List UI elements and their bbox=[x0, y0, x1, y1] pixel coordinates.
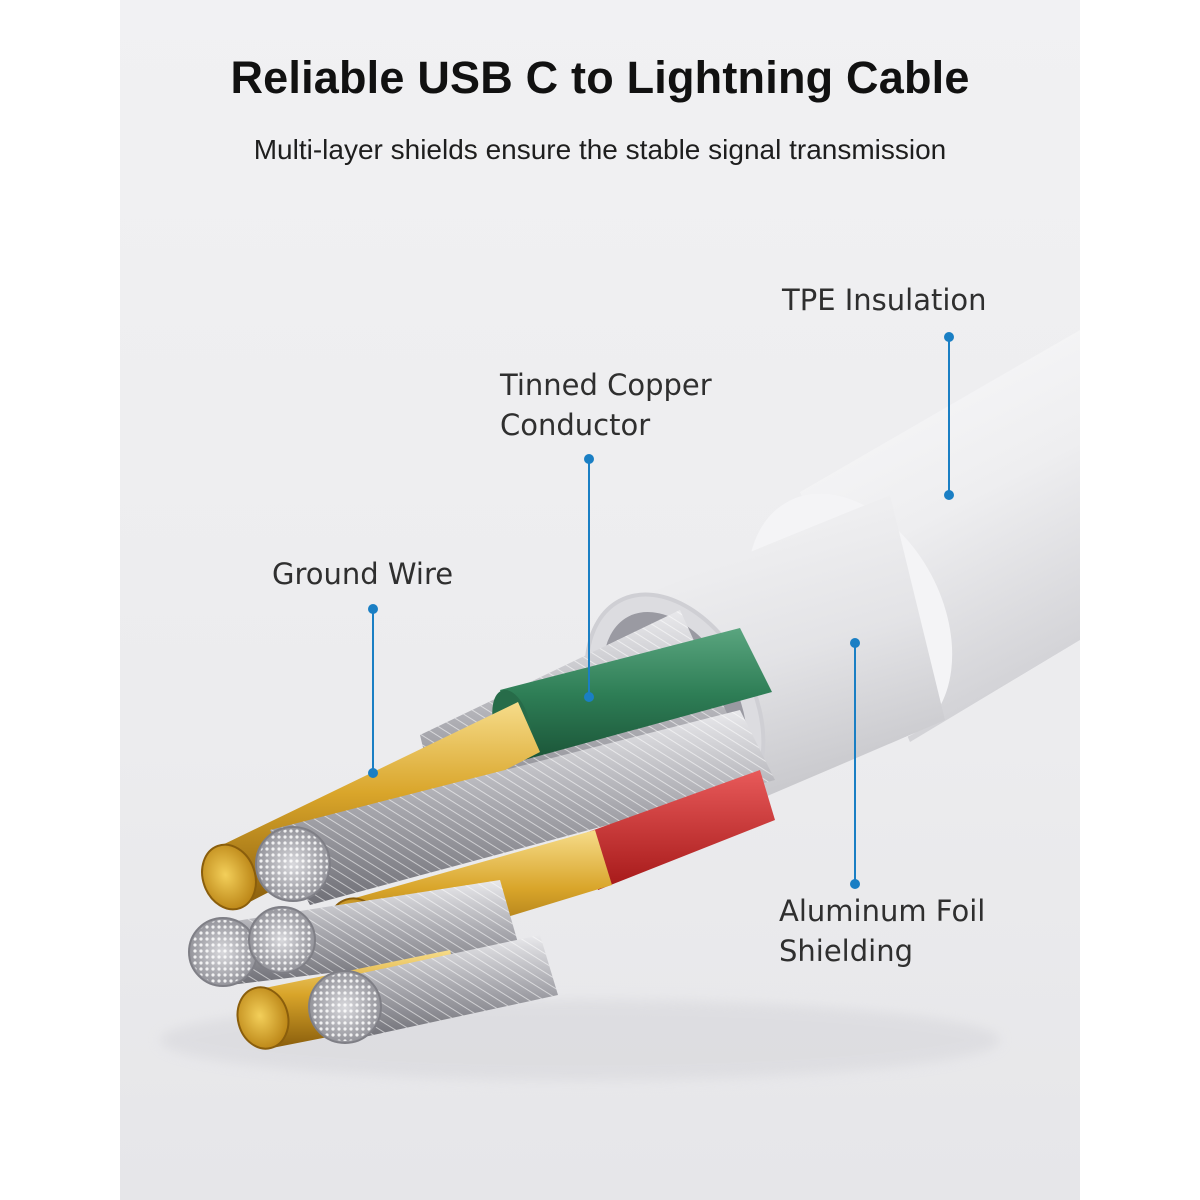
callout-copper-label-1: Tinned Copper bbox=[500, 368, 712, 402]
headline: Reliable USB C to Lightning Cable bbox=[230, 52, 970, 103]
callout-ground-label: Ground Wire bbox=[272, 557, 454, 591]
callout-ground-wire: Ground Wire bbox=[272, 554, 453, 594]
callout-foil-label-1: Aluminum Foil bbox=[779, 894, 986, 928]
tinned-strands-front bbox=[255, 710, 775, 905]
leader-ground bbox=[368, 604, 378, 778]
leader-tpe bbox=[944, 332, 954, 500]
tinned-strands-bottom bbox=[308, 935, 558, 1044]
leader-lines bbox=[368, 332, 954, 889]
leader-copper bbox=[584, 454, 594, 702]
subheadline: Multi-layer shields ensure the stable si… bbox=[253, 134, 947, 165]
leader-foil bbox=[850, 638, 860, 889]
product-panel: Reliable USB C to Lightning Cable Multi-… bbox=[120, 0, 1080, 1200]
callout-foil-label-2: Shielding bbox=[779, 934, 913, 968]
callout-tinned-copper: Tinned Copper Conductor bbox=[500, 365, 712, 445]
red-core bbox=[580, 770, 775, 890]
callout-tpe-insulation: TPE Insulation bbox=[782, 280, 987, 320]
cable-illustration bbox=[160, 330, 1080, 1080]
callout-tpe-label: TPE Insulation bbox=[782, 283, 987, 317]
callout-aluminum-foil: Aluminum Foil Shielding bbox=[779, 891, 985, 971]
callout-copper-label-2: Conductor bbox=[500, 408, 651, 442]
